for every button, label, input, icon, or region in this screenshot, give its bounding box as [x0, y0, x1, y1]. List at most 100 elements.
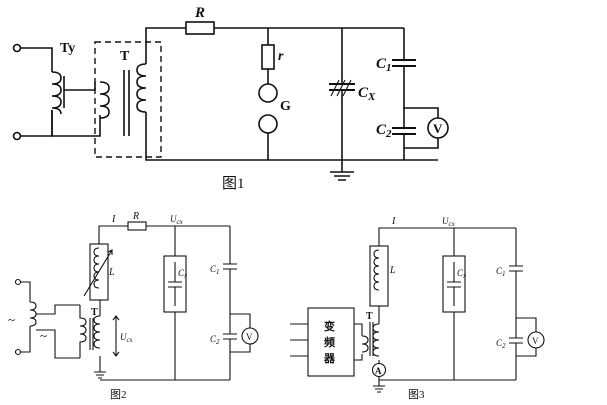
fig2-t-primary — [79, 305, 87, 358]
fig3-caption: 图3 — [408, 388, 425, 401]
fig3-t-label: T — [366, 311, 373, 322]
fig3-t-primary — [361, 335, 369, 353]
fig2-capacitor-c2 — [223, 314, 237, 380]
fig2-resistor — [127, 221, 147, 231]
fig3-ucx-sub: cx — [449, 220, 456, 228]
fig2-wire-voltmeter — [230, 344, 251, 353]
fig3-ground-symbol — [373, 385, 385, 393]
cx-label-main: C — [358, 85, 369, 101]
fig3-c2-sub: 2 — [502, 342, 506, 350]
fig3-inductor-coil — [373, 249, 380, 291]
fig2-ucs-arrow — [112, 315, 120, 357]
wire-input-top — [21, 47, 53, 72]
fig3-c2-main: C — [496, 338, 503, 348]
fig3-cx-main: C — [457, 268, 464, 278]
fig3-capacitor-c1 — [509, 228, 537, 332]
fig2-variable-arrow — [83, 249, 113, 297]
wire-voltmeter-bottom — [404, 138, 439, 149]
gap-sphere-bottom — [258, 114, 278, 134]
ty-coil — [51, 71, 62, 115]
fig2-ground-symbol — [94, 371, 106, 379]
fig2-wire-l-top — [98, 225, 128, 244]
fig3-cx-sub: x — [462, 272, 467, 280]
c2-label-main: C — [376, 122, 387, 138]
c1-label-main: C — [376, 56, 387, 72]
cx-label: CX — [358, 85, 376, 103]
fig2-c2-label: C2 — [210, 334, 220, 346]
fig3-voltmeter-label: V — [532, 336, 539, 346]
fig3-l-label: L — [389, 265, 396, 276]
fig2-l-label: L — [108, 267, 115, 278]
fig3-inductor-box — [369, 245, 389, 307]
ground-symbol — [330, 171, 354, 181]
fig3-wire-top-bus — [378, 227, 516, 246]
fig2-c1-label: C1 — [210, 264, 220, 276]
fig3-i-label: I — [391, 216, 396, 227]
fig1-caption: 图1 — [222, 175, 245, 192]
wire-ty-tap — [64, 82, 96, 91]
gap-label: G — [280, 99, 291, 114]
input-terminal-bottom — [12, 131, 22, 141]
fig2-wire-src-top — [20, 281, 31, 302]
fig2-i-label: I — [111, 214, 116, 225]
fig2-terminal-bottom — [14, 348, 22, 356]
fig3-capacitor-cx — [447, 262, 461, 306]
fig2-inductor-coil — [93, 247, 100, 289]
figure-2: ~ ~ T L Ucs I R Ucx — [8, 211, 259, 401]
fig2-r-label: R — [132, 211, 139, 222]
fig3-fc-line1: 变 — [324, 319, 335, 333]
fig3-c2-label: C2 — [496, 338, 506, 350]
r-label: R — [194, 5, 205, 21]
cx-label-sub: X — [367, 91, 376, 103]
capacitor-c1 — [392, 59, 416, 67]
fig2-ac-right: ~ — [40, 328, 47, 343]
fig3-input-lines — [290, 323, 308, 357]
ty-label: Ty — [60, 41, 75, 56]
c2-label-sub: 2 — [385, 128, 392, 140]
t-secondary-coil — [136, 63, 147, 113]
cx-hatch — [330, 79, 352, 97]
c1-label-sub: 1 — [386, 62, 392, 74]
wire-secondary-top — [145, 27, 186, 64]
fig2-ac-left: ~ — [8, 312, 15, 327]
fig2-voltmeter-label: V — [246, 332, 253, 342]
fig2-wire-src-bottom — [20, 326, 31, 353]
small-r-label: r — [278, 49, 284, 64]
figure-3: 变 频 器 T L I Ucx A Cx — [290, 216, 545, 401]
fig2-capacitor-cx — [168, 262, 182, 306]
c1-label: C1 — [376, 56, 392, 74]
input-terminal-top — [12, 43, 22, 53]
voltmeter-label: V — [433, 121, 443, 136]
wire-c1-c2 — [403, 66, 439, 118]
fig2-wire-tap-return — [36, 329, 80, 359]
fig3-ammeter-label: A — [375, 366, 382, 376]
t-primary-coil — [99, 81, 110, 119]
fig2-capacitor-c1 — [223, 226, 251, 328]
resistor-small-r — [261, 44, 275, 70]
fig3-capacitor-c2 — [509, 318, 523, 380]
figure-1: Ty T R r G CX — [12, 5, 449, 192]
fig3-c1-label: C1 — [496, 266, 506, 278]
fig2-c2-main: C — [210, 334, 217, 344]
gap-sphere-top — [258, 83, 278, 103]
fig2-cx-label: Cx — [178, 268, 188, 280]
fig3-c1-sub: 1 — [502, 270, 506, 278]
capacitor-c2 — [392, 127, 416, 135]
fig2-ucs-sub: cs — [127, 336, 133, 344]
resistor-r — [185, 21, 215, 35]
transformer-enclosure — [94, 41, 162, 158]
fig2-ucs-label: Ucs — [120, 332, 133, 344]
t-label: T — [120, 49, 130, 64]
fig3-c1-main: C — [496, 266, 503, 276]
fig2-c1-main: C — [210, 264, 217, 274]
fig2-ucx-main: U — [170, 214, 177, 224]
fig3-wire-fc-out — [354, 323, 363, 361]
fig3-t-secondary — [372, 323, 380, 357]
fig2-terminal-top — [14, 278, 22, 286]
fig2-ty-coil — [29, 301, 37, 327]
fig2-t-secondary — [93, 315, 101, 349]
fig3-fc-line3: 器 — [323, 352, 336, 365]
fig2-ucx-sub: cx — [177, 218, 184, 226]
wire-ty-return — [51, 110, 101, 137]
